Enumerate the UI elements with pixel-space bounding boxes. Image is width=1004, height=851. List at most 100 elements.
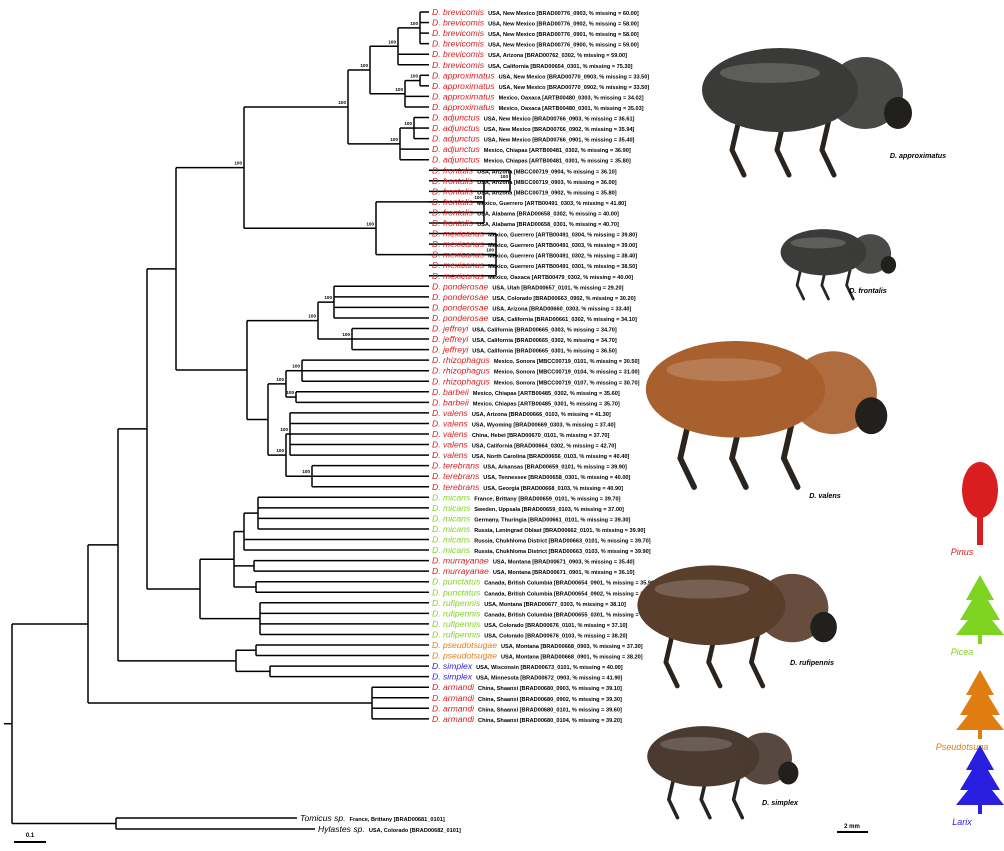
tip-label: D. rufipennisUSA, Colorado [BRAD00676_01… (432, 629, 628, 639)
tip-label: D. punctatusCanada, British Columbia [BR… (432, 577, 656, 587)
tip-label: D. adjunctusUSA, New Mexico [BRAD00766_0… (432, 123, 635, 133)
tip-locality: USA, Utah [BRAD00657_0101, % missing = 2… (492, 285, 623, 291)
host-canopy (956, 575, 1004, 635)
host-tree-icon (956, 745, 1004, 814)
support-value: 100 (324, 295, 332, 300)
host-label: Pinus (951, 547, 974, 557)
tip-species-name: D. frontalis (432, 197, 474, 207)
tip-species-name: D. armandi (432, 703, 475, 713)
tip-species-name: D. frontalis (432, 186, 474, 196)
tip-label: D. brevicomisUSA, New Mexico [BRAD00776_… (432, 7, 639, 17)
tip-locality: USA, Georgia [BRAD00668_0103, % missing … (483, 486, 623, 492)
tip-species-name: D. frontalis (432, 218, 474, 228)
tip-label: D. frontalisUSA, Alabama [BRAD00658_0302… (432, 207, 619, 217)
beetle-photo-label: D. valens (809, 491, 841, 500)
tip-label: D. rhizophagusMexico, Sonora [MBCC00719_… (432, 355, 640, 365)
tip-label: D. armandiChina, Shaanxi [BRAD00680_0104… (432, 714, 622, 724)
tip-label: D. armandiChina, Shaanxi [BRAD00680_0902… (432, 693, 622, 703)
tip-species-name: D. frontalis (432, 165, 474, 175)
tip-species-name: D. adjunctus (432, 123, 480, 133)
tip-label: D. valensUSA, California [BRAD00664_0302… (432, 440, 616, 450)
tip-label: D. adjunctusMexico, Chiapas [ARTB00481_0… (432, 155, 631, 165)
tip-locality: USA, Minnesota [BRAD00672_0903, % missin… (476, 676, 622, 682)
tip-label: D. frontalisUSA, Alabama [BRAD00658_0301… (432, 218, 619, 228)
host-label: Larix (952, 817, 972, 827)
tip-label: D. approximatusMexico, Oaxaca [ARTB00480… (432, 102, 644, 112)
tip-locality: Mexico, Guerrero [ARTB00491_0304, % miss… (488, 233, 637, 239)
tip-locality: USA, California [BRAD00665_0303, % missi… (472, 328, 617, 334)
tip-label: D. pseudotsugaeUSA, Montana [BRAD00668_0… (432, 640, 643, 650)
support-value: 100 (234, 161, 242, 166)
tip-locality: USA, Montana [BRAD00671_0903, % missing … (493, 560, 635, 566)
tip-locality: China, Shaanxi [BRAD00680_0902, % missin… (478, 697, 622, 703)
tip-locality: Mexico, Guerrero [ARTB00491_0302, % miss… (488, 254, 637, 260)
tip-label: D. murrayanaeUSA, Montana [BRAD00671_090… (432, 556, 635, 566)
beetle-photo (702, 48, 912, 175)
tip-species-name: D. punctatus (432, 587, 481, 597)
tip-locality: USA, Colorado [BRAD00676_0103, % missing… (484, 633, 627, 639)
tip-label: D. brevicomisUSA, New Mexico [BRAD00776_… (432, 39, 639, 49)
tip-species-name: D. punctatus (432, 577, 481, 587)
tip-label: D. brevicomisUSA, New Mexico [BRAD00776_… (432, 28, 639, 38)
beetle-highlight (660, 737, 732, 751)
tip-locality: USA, New Mexico [BRAD00776_0903, % missi… (488, 11, 639, 17)
tip-label: D. valensUSA, North Carolina [BRAD00656_… (432, 450, 629, 460)
tip-label: D. terebransUSA, Arkansas [BRAD00659_010… (432, 461, 627, 471)
tip-locality: USA, Arizona [BRAD00666_0103, % missing … (472, 412, 611, 418)
tip-label: D. rufipennisUSA, Colorado [BRAD00676_01… (432, 619, 628, 629)
tip-species-name: D. frontalis (432, 176, 474, 186)
tip-label: D. armandiChina, Shaanxi [BRAD00680_0903… (432, 682, 622, 692)
tip-label: D. brevicomisUSA, New Mexico [BRAD00776_… (432, 18, 639, 28)
tip-species-name: D. valens (432, 450, 469, 460)
host-canopy (956, 745, 1004, 805)
tip-labels: D. brevicomis USA, New Mexico [BRAD00776_… (300, 7, 656, 834)
tip-label: D. ponderosaeUSA, California [BRAD00661_… (432, 313, 637, 323)
tip-species-name: D. mexicanus (432, 239, 485, 249)
tip-species-name: D. mexicanus (432, 260, 485, 270)
tip-locality: USA, Arizona [BRAD00762_0302, % missing … (488, 53, 627, 59)
beetle-highlight (655, 580, 750, 599)
tip-label: D. approximatus USA, New Mexico [BRAD0077… (432, 81, 649, 91)
tip-locality: Mexico, Guerrero [ARTB00491_0303, % miss… (477, 201, 626, 207)
tip-locality: Russia, Leningrad Oblast [BRAD00662_0101… (474, 528, 645, 534)
tip-species-name: D. jeffreyi (432, 324, 469, 334)
tip-species-name: D. armandi (432, 714, 475, 724)
tip-species-name: D. rhizophagus (432, 355, 491, 365)
tip-species-name: D. brevicomis (432, 39, 485, 49)
tip-locality: USA, Alabama [BRAD00658_0301, % missing … (477, 222, 619, 228)
tip-label: D. simplexUSA, Minnesota [BRAD00672_0903… (432, 672, 623, 682)
tip-species-name: D. approximatus (432, 81, 495, 91)
support-value: 100 (302, 469, 310, 474)
tip-locality: Mexico, Guerrero [ARTB00491_0303, % miss… (488, 243, 637, 249)
tip-locality: USA, New Mexico [BRAD00770_0902, % missi… (499, 85, 650, 91)
tip-label: D. adjunctusUSA, New Mexico [BRAD00766_0… (432, 134, 635, 144)
tip-locality: Canada, British Columbia [BRAD00655_0301… (484, 612, 656, 618)
tip-locality: USA, Wisconsin [BRAD00673_0101, % missin… (476, 665, 623, 671)
tip-species-name: D. pseudotsugae (432, 640, 497, 650)
outgroup-label: Tomicus sp.France, Brittany [BRAD00681_0… (300, 813, 445, 823)
tip-locality: USA, Arizona [MBCC00719_0904, % missing … (477, 169, 617, 175)
tip-species-name: D. rufipennis (432, 619, 481, 629)
tip-locality: USA, California [BRAD00661_0302, % missi… (492, 317, 637, 323)
tip-label: D. jeffreyiUSA, California [BRAD00665_03… (432, 324, 617, 334)
support-value: 100 (286, 390, 294, 395)
tip-locality: Mexico, Chiapas [ARTB00485_0302, % missi… (473, 391, 620, 397)
outgroup-locality: USA, Colorado [BRAD00682_0101] (369, 828, 461, 834)
tip-label: D. mexicanusMexico, Guerrero [ARTB00491_… (432, 250, 637, 260)
beetle-highlight (791, 237, 846, 248)
tip-species-name: D. mexicanus (432, 271, 485, 281)
tip-label: D. mexicanusMexico, Guerrero [ARTB00491_… (432, 239, 637, 249)
support-value: 100 (338, 100, 346, 105)
support-value: 100 (410, 74, 418, 79)
support-value: 100 (410, 21, 418, 26)
tip-species-name: D. barbeii (432, 387, 470, 397)
beetle-photo-label: D. frontalis (849, 286, 887, 295)
tip-label: D. punctatusCanada, British Columbia [BR… (432, 587, 656, 597)
tip-label: D. armandiChina, Shaanxi [BRAD00680_0101… (432, 703, 622, 713)
tip-locality: China, Shaanxi [BRAD00680_0101, % missin… (478, 707, 622, 713)
tip-species-name: D. micans (432, 513, 471, 523)
tip-locality: USA, New Mexico [BRAD00770_0903, % missi… (499, 74, 650, 80)
tip-locality: USA, California [BRAD00664_0302, % missi… (472, 444, 617, 450)
tip-label: D. micansSweden, Uppsala [BRAD00659_0103… (432, 503, 624, 513)
tip-locality: Mexico, Oaxaca [ARTB00480_0301, % missin… (499, 106, 644, 112)
